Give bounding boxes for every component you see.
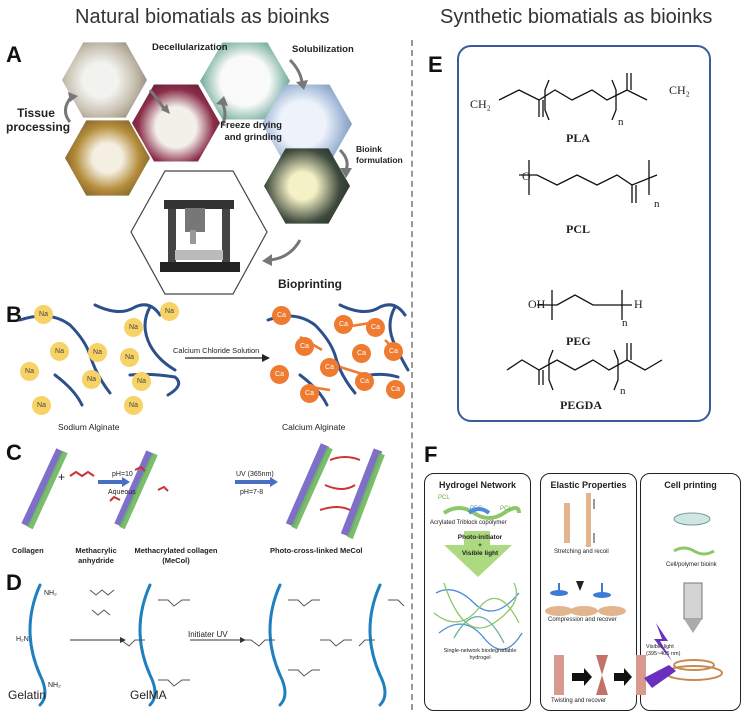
sodium-ion: Na — [50, 342, 69, 361]
calcium-ion: Ca — [295, 337, 314, 356]
bioink-vial-photo — [264, 148, 350, 224]
calcium-ion: Ca — [355, 372, 374, 391]
hydrogel-network-box: Hydrogel Network — [424, 473, 531, 711]
panel-label-e: E — [428, 52, 443, 77]
sodium-alginate-caption: Sodium Alginate — [58, 422, 120, 432]
calcium-ion: Ca — [386, 380, 405, 399]
pcl-right-label: PCL — [500, 506, 512, 512]
condition-aqueous: Aqueous — [108, 489, 136, 496]
peg-oh: OH — [528, 297, 546, 311]
condition-ph78: pH=7-8 — [240, 489, 264, 496]
panel-label-d: D — [6, 570, 22, 595]
panel-label-b: B — [6, 302, 22, 327]
synthetic-polymers-box — [457, 45, 711, 422]
calcium-ion: Ca — [320, 358, 339, 377]
sodium-ion: Na — [32, 396, 51, 415]
stretching-label: Stretching and recoil — [554, 549, 609, 555]
sodium-ion: Na — [20, 362, 39, 381]
pla-ch2-left: CH₂ — [470, 97, 491, 111]
twisting-label: Twisting and recover — [551, 698, 607, 704]
h2n-middle: H₂N — [16, 636, 29, 643]
sodium-ion: Na — [132, 372, 151, 391]
calcium-ion: Ca — [270, 365, 289, 384]
panel-label-a: A — [6, 42, 22, 67]
photo-initiator-label: Photo-initiator+Visible light — [457, 534, 503, 557]
solubilization-label: Solubilization — [292, 44, 354, 55]
decellularization-label: Decellularization — [152, 42, 228, 53]
photo-crosslinked-label: Photo-cross-linked MeCol — [270, 546, 363, 555]
panel-label-f: F — [424, 442, 438, 467]
nh2-bottom: NH₂ — [48, 682, 61, 689]
dashed-divider — [411, 40, 413, 710]
sodium-ion: Na — [124, 318, 143, 337]
calcium-chloride-label: Calcium Chloride Solution — [173, 346, 260, 355]
gelma-label: GelMA — [130, 688, 167, 702]
cell-printing-title: Cell printing — [664, 480, 717, 490]
sodium-ion: Na — [120, 348, 139, 367]
hydrogel-network-title: Hydrogel Network — [438, 480, 516, 490]
pcl-name: PCL — [566, 222, 590, 236]
pla-ch2-right: CH₂ — [669, 83, 690, 97]
mecol-label: Methacrylated collagen(MeCol) — [134, 546, 218, 565]
condition-uv: UV (365nm) — [236, 471, 274, 478]
pegda-name: PEGDA — [560, 398, 602, 412]
pla-name: PLA — [566, 131, 590, 145]
gelatin-structures — [28, 583, 405, 707]
calcium-ion: Ca — [352, 344, 371, 363]
calcium-ion: Ca — [300, 384, 319, 403]
triblock-label: Acrylated Triblock copolymer — [430, 520, 507, 526]
peg-h: H — [634, 297, 643, 311]
plus-sign: + — [58, 470, 66, 484]
visible-light-label: Visible light(395~405 nm) — [646, 644, 681, 657]
pcl-n: n — [654, 198, 660, 210]
pcl-o: O — [522, 169, 531, 183]
pla-n: n — [618, 116, 624, 128]
pegda-n: n — [620, 385, 626, 397]
pcl-left-label: PCL — [438, 495, 450, 501]
calcium-ion: Ca — [334, 315, 353, 334]
sodium-ion: Na — [124, 396, 143, 415]
calcium-alginate-caption: Calcium Alginate — [282, 422, 346, 432]
bioprinting-label: Bioprinting — [278, 277, 342, 291]
calcium-ion: Ca — [384, 342, 403, 361]
sodium-ion: Na — [88, 343, 107, 362]
peg-n: n — [622, 317, 628, 329]
calcium-ion: Ca — [272, 306, 291, 325]
panel-a-graphics — [64, 58, 352, 295]
condition-ph10: pH=10 — [112, 471, 133, 478]
polymer-structures — [498, 73, 663, 391]
gelatin-label: Gelatin — [8, 688, 47, 702]
compression-label: Compression and recover — [548, 617, 617, 623]
initiator-uv-label: Initiater UV — [188, 630, 228, 639]
elastic-properties-title: Elastic Properties — [550, 480, 627, 490]
left-title: Natural biomatials as bioinks — [75, 6, 330, 28]
sodium-ion: Na — [34, 305, 53, 324]
sodium-ion: Na — [82, 370, 101, 389]
nh2-top: NH₂ — [44, 590, 57, 597]
peg-label: PEG — [470, 506, 483, 512]
collagen-label: Collagen — [12, 546, 44, 555]
panel-f-graphics — [433, 493, 723, 695]
peg-name: PEG — [566, 334, 591, 348]
panel-label-c: C — [6, 440, 22, 465]
sodium-ion: Na — [160, 302, 179, 321]
calcium-ion: Ca — [366, 318, 385, 337]
cell-polymer-bioink-label: Cell/polymer bioink — [666, 562, 717, 568]
collagen-structures — [21, 443, 385, 540]
right-title: Synthetic biomatials as bioinks — [440, 6, 713, 28]
decellularized-tissue-photo — [132, 84, 220, 162]
